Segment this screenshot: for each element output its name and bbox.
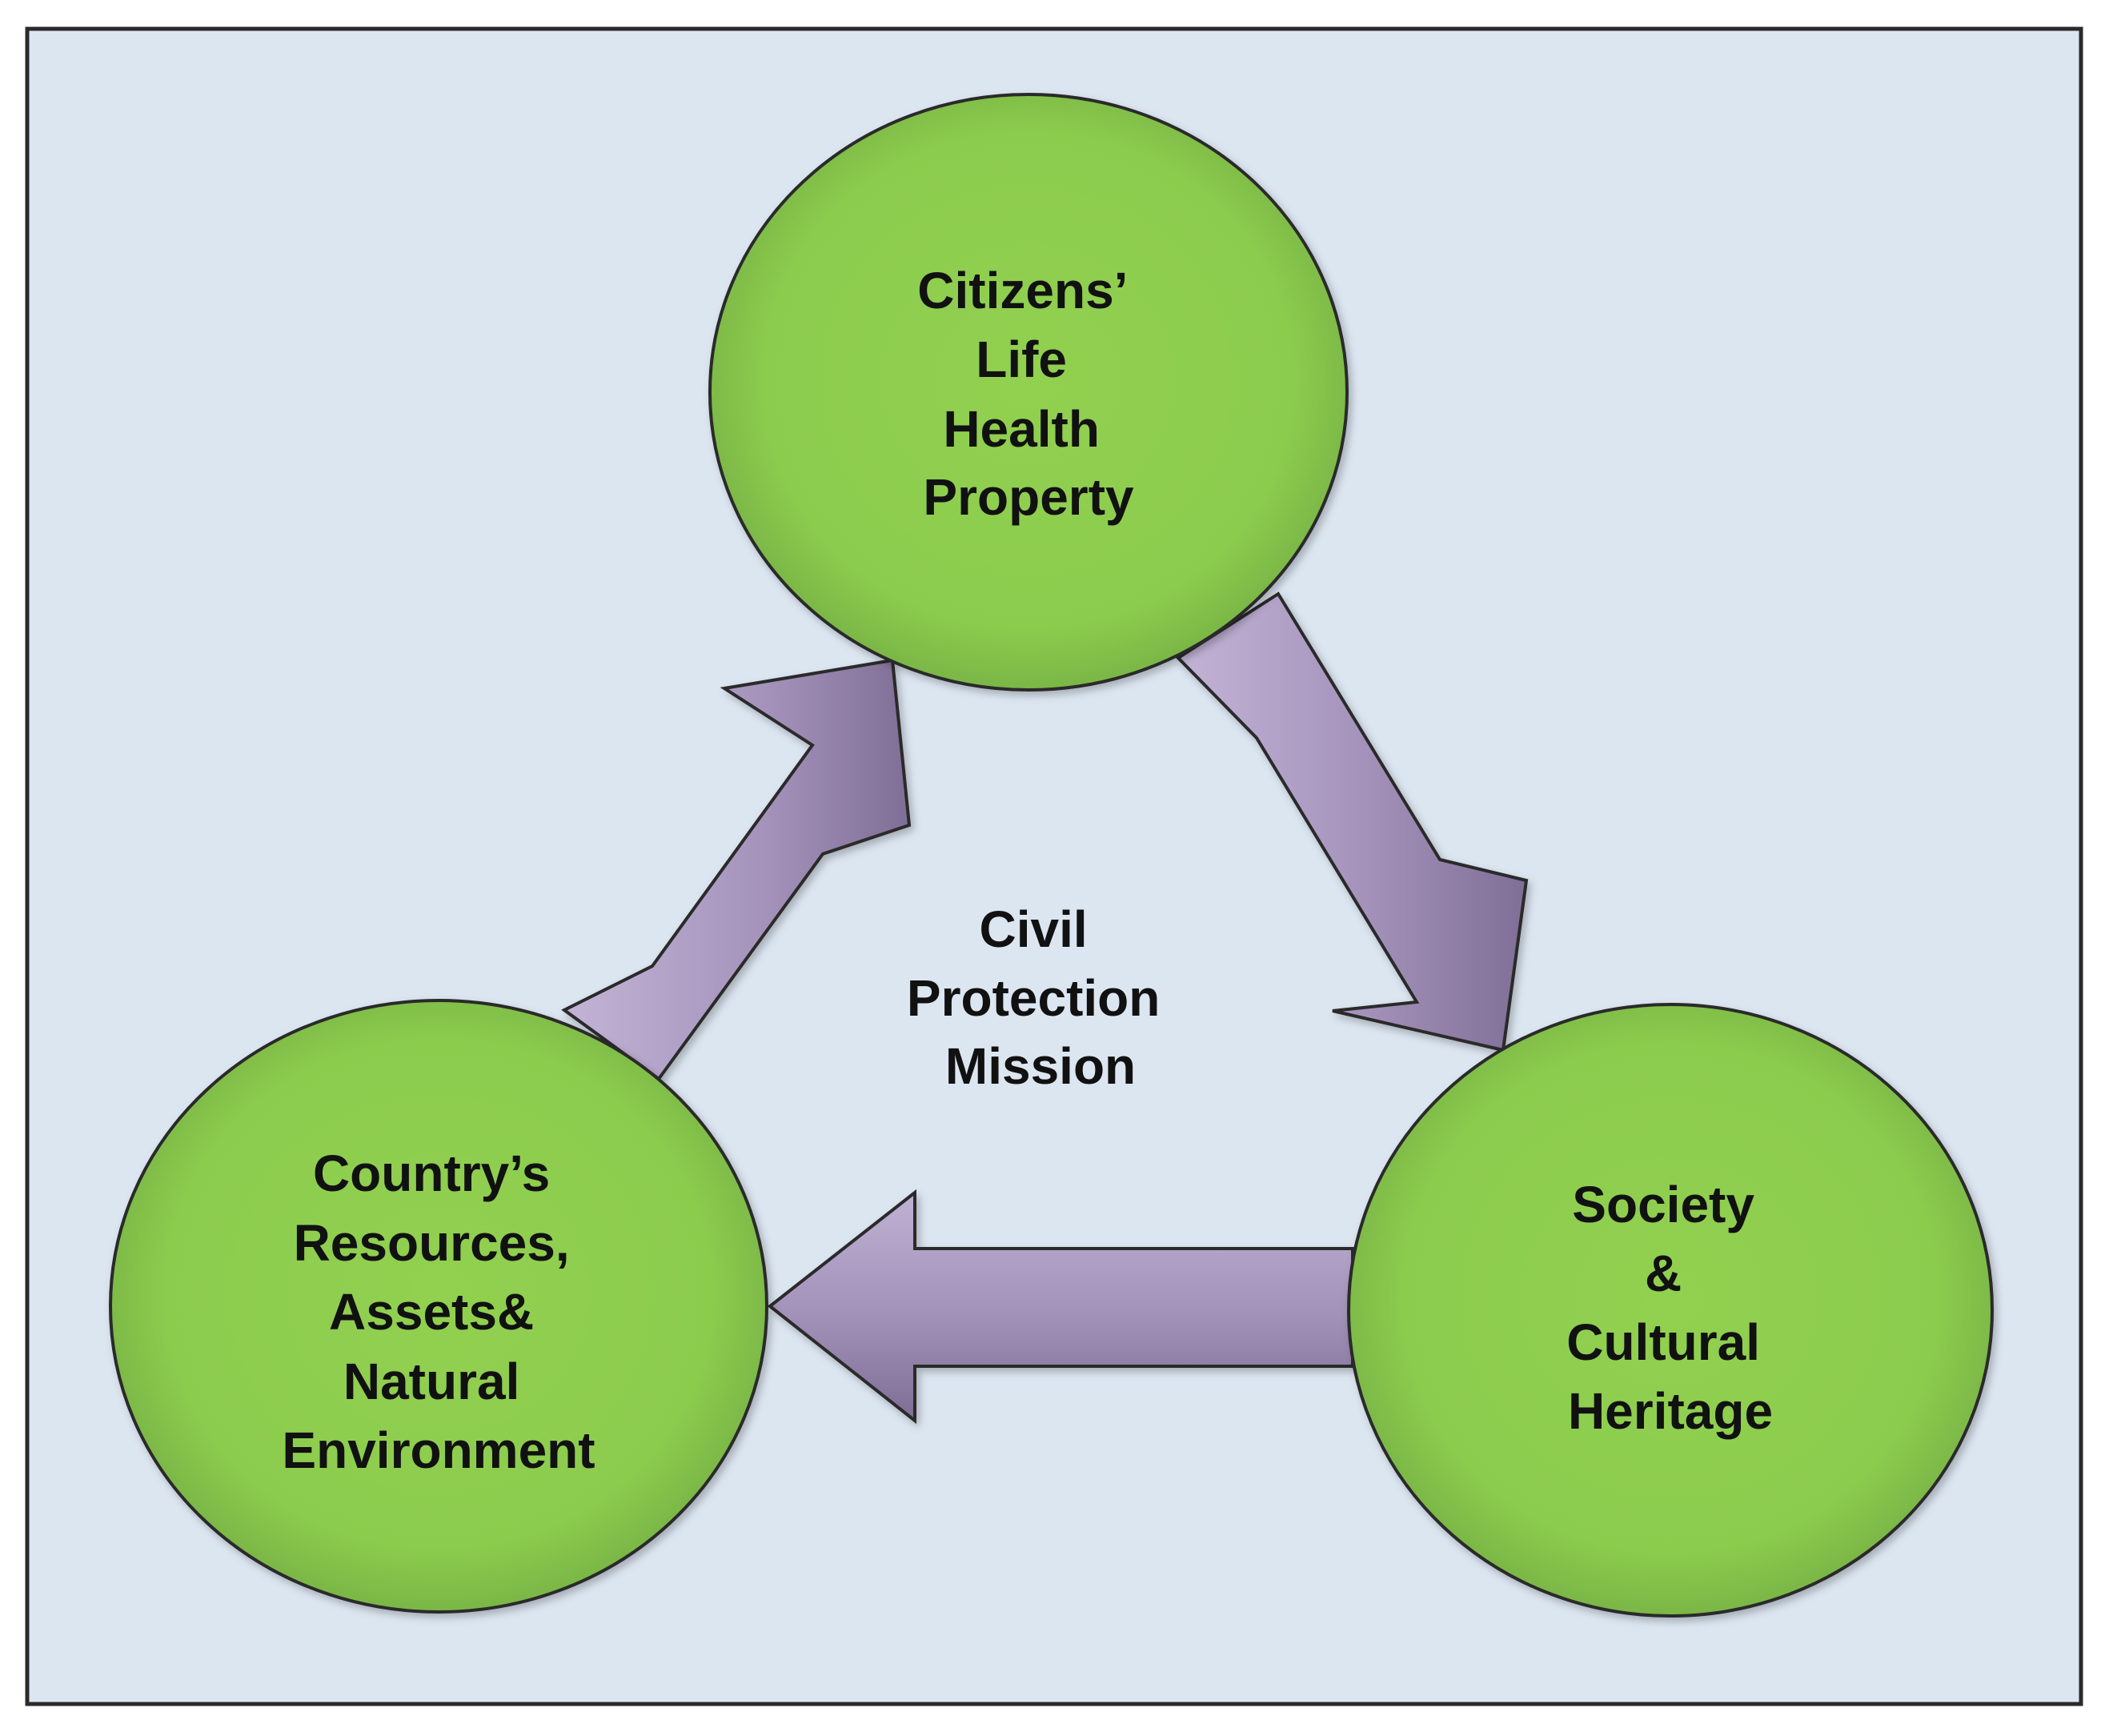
circle-society	[1347, 1003, 1994, 1618]
circle-country	[109, 999, 768, 1614]
arrow-right-to-left	[767, 1189, 1354, 1425]
circle-citizens	[708, 93, 1349, 692]
center-mission-label: Civil Protection Mission	[907, 900, 1174, 1095]
node-citizens-label: Citizens’ Life Health Property	[917, 262, 1139, 526]
node-country-label: Country’s Resources, Assets& Natural Env…	[282, 1145, 595, 1479]
node-society-label: Society & Cultural Heritage	[1566, 1176, 1774, 1440]
